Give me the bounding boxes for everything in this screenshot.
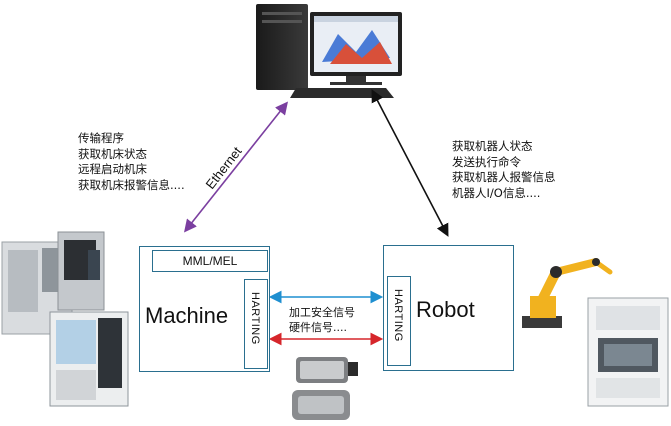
production-machine-image	[587, 297, 669, 407]
robot-arm-image	[522, 258, 613, 328]
robot-harting-label: HARTING	[392, 289, 404, 342]
robot-function-item: 获取机器人状态	[452, 139, 533, 153]
machine-harting-box: HARTING	[244, 279, 268, 369]
machine-functions-list: 传输程序 获取机床状态 远程启动机床 获取机床报警信息....	[78, 131, 185, 193]
ethernet-arrow	[184, 101, 288, 233]
mml-mel-subbox: MML/MEL	[152, 250, 268, 272]
machine-harting-label: HARTING	[249, 292, 261, 345]
robot-harting-box: HARTING	[387, 276, 411, 366]
robot-functions-list: 获取机器人状态 发送执行命令 获取机器人报警信息 机器人I/O信息....	[452, 139, 556, 201]
machine-function-item: 获取机床状态	[78, 146, 147, 161]
ethernet-label: Ethernet	[203, 144, 245, 192]
machine-function-item: 传输程序	[78, 131, 124, 145]
machine-box: MML/MEL Machine HARTING	[139, 246, 270, 372]
machine-label: Machine	[145, 303, 229, 328]
robot-function-item: 发送执行命令	[452, 154, 521, 169]
hardware-signal-label: 硬件信号....	[289, 321, 347, 334]
cnc-machine-image	[1, 231, 129, 407]
robot-box: HARTING Robot	[383, 245, 514, 371]
robot-label: Robot	[416, 297, 475, 322]
harting-connector-image	[292, 357, 358, 420]
computer-workstation-image	[256, 4, 402, 98]
robot-link-arrow	[371, 89, 449, 237]
robot-function-item: 获取机器人报警信息	[452, 170, 556, 184]
machine-function-item: 远程启动机床	[78, 162, 147, 176]
safety-signal-label: 加工安全信号	[289, 306, 355, 319]
robot-function-item: 机器人I/O信息....	[452, 185, 541, 200]
mml-mel-label: MML/MEL	[182, 254, 238, 268]
machine-function-item: 获取机床报警信息....	[78, 177, 185, 192]
